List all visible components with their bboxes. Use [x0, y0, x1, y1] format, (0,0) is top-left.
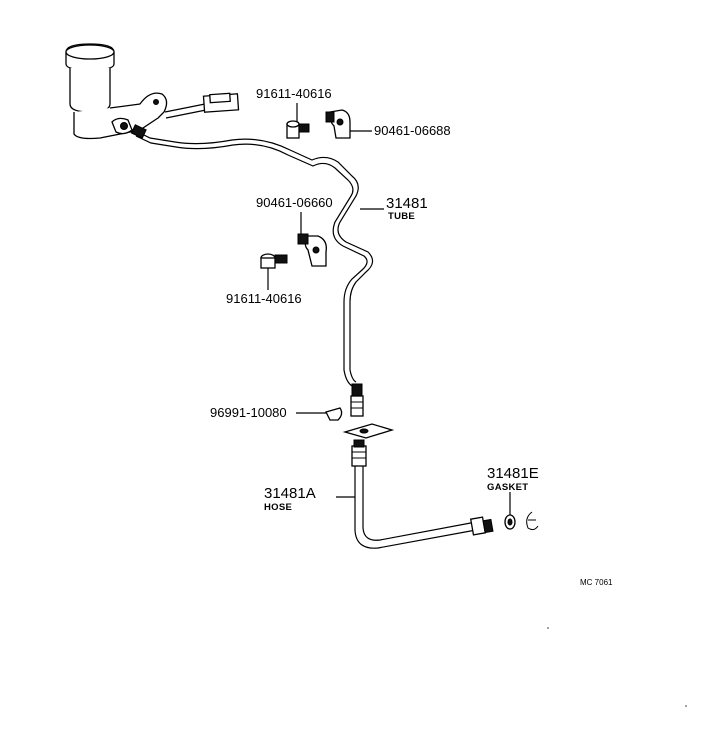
- label-drawing-code: MC 7061: [580, 578, 613, 587]
- tube-31481: [130, 124, 374, 417]
- label-clamp-top: 90461-06688: [374, 123, 451, 138]
- bracket-plate: [342, 423, 395, 439]
- hose-31481A: [336, 439, 494, 549]
- label-gasket-number: 31481E: [487, 465, 539, 482]
- clamp-mid: [297, 212, 327, 267]
- label-clip: 96991-10080: [210, 405, 287, 420]
- label-tube-name: TUBE: [388, 211, 415, 222]
- master-cylinder: [65, 43, 240, 140]
- gasket-31481E: [504, 492, 539, 531]
- label-hose-name: HOSE: [264, 502, 292, 513]
- label-gasket-name: GASKET: [487, 482, 528, 493]
- clamp-top: [325, 109, 372, 139]
- label-bolt-top: 91611-40616: [256, 86, 332, 101]
- bolt-top: [286, 103, 310, 139]
- label-tube-number: 31481: [386, 195, 428, 212]
- label-clamp-mid: 90461-06660: [256, 195, 333, 210]
- label-bolt-mid: 91611-40616: [226, 291, 302, 306]
- clip: [296, 407, 343, 421]
- bolt-mid: [260, 253, 288, 290]
- label-hose-number: 31481A: [264, 485, 316, 502]
